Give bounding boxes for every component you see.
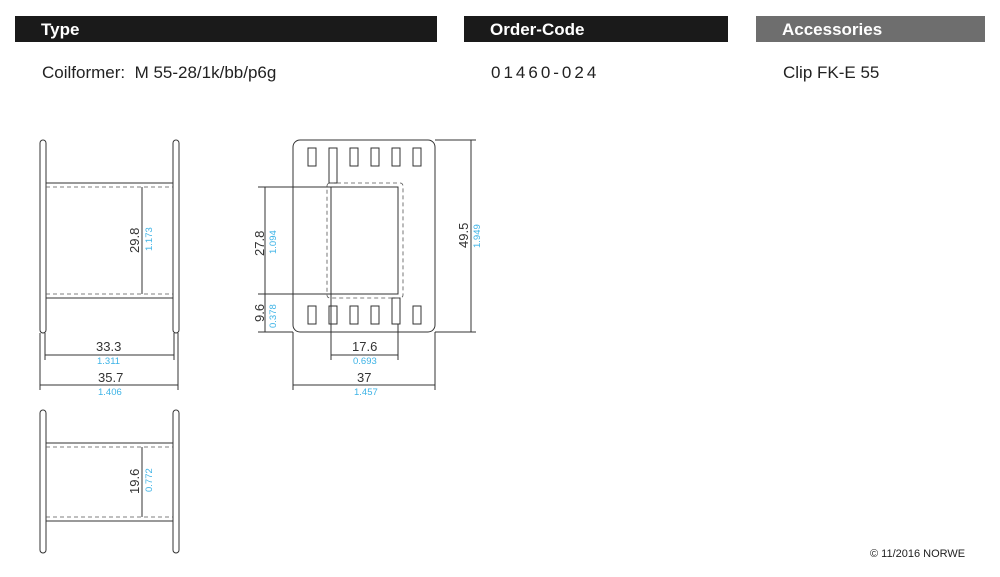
header-accessories: Accessories (756, 16, 985, 42)
copyright-footer: © 11/2016 NORWE (870, 548, 966, 560)
dim-total-width-in: 1.457 (354, 387, 378, 398)
side-view-bottom: 19.6 0.772 (39, 409, 180, 554)
accessories-value: Clip FK-E 55 (783, 63, 880, 82)
dim-window-width-mm: 17.6 (352, 339, 377, 354)
dim-side-height-in: 1.173 (144, 227, 155, 251)
header-type: Type (15, 16, 437, 42)
type-value: Coilformer: M 55-28/1k/bb/p6g (42, 63, 277, 82)
dim-inner-width-in: 1.311 (97, 356, 120, 367)
header-order-code: Order-Code (464, 16, 728, 42)
front-view: 27.8 1.094 9.6 0.378 49.5 1.949 17.6 0.6… (252, 139, 483, 398)
dim-base-height-mm: 9.6 (252, 304, 267, 322)
dim-outer-width-mm: 35.7 (98, 370, 123, 385)
side-view-top: 29.8 1.173 33.3 1.311 35.7 1.406 (39, 139, 180, 398)
dim-base-height-in: 0.378 (268, 304, 279, 328)
dim-total-height-mm: 49.5 (456, 223, 471, 248)
dim-total-height-in: 1.949 (472, 224, 483, 248)
dim-outer-width-in: 1.406 (98, 387, 122, 398)
dim-side-height-mm: 29.8 (127, 228, 142, 253)
dim-inner-width-mm: 33.3 (96, 339, 121, 354)
dim-window-width-in: 0.693 (353, 356, 377, 367)
dim-side2-height-mm: 19.6 (127, 469, 142, 494)
dim-side2-height-in: 0.772 (144, 468, 155, 492)
dim-window-height-mm: 27.8 (252, 231, 267, 256)
dim-total-width-mm: 37 (357, 370, 371, 385)
dim-window-height-in: 1.094 (268, 230, 279, 254)
order-code-value: 01460-024 (491, 63, 600, 82)
